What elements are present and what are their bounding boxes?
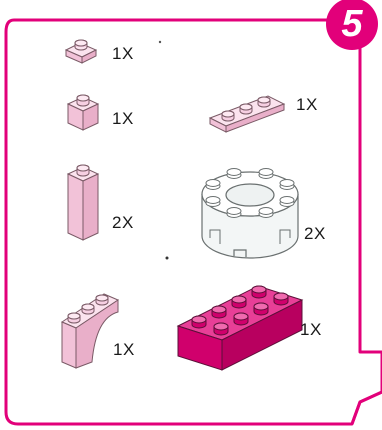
part-plate-1x1 xyxy=(62,36,102,66)
part-5-quantity: 2X xyxy=(304,224,326,244)
brick-stud-top xyxy=(254,303,268,310)
part-brick-1x1x3 xyxy=(64,160,104,244)
brick-stud-top xyxy=(234,313,248,320)
brick-stud-top xyxy=(232,296,246,303)
step-number: 5 xyxy=(329,4,375,44)
part-6-quantity: 1X xyxy=(113,340,135,360)
brick-stud-top xyxy=(274,293,288,300)
brick-stud-top xyxy=(252,286,266,293)
brick-stud-top xyxy=(214,323,228,330)
part-2-quantity: 1X xyxy=(112,109,134,129)
brick-stud-top xyxy=(192,316,206,323)
part-3-quantity: 1X xyxy=(296,95,318,115)
part-1-quantity: 1X xyxy=(112,44,134,64)
part-7-quantity: 1X xyxy=(300,320,322,340)
part-4-quantity: 2X xyxy=(112,213,134,233)
part-plate-1x3 xyxy=(206,88,290,134)
part-brick-2x4 xyxy=(172,280,308,376)
part-brick-1x1 xyxy=(64,92,104,136)
brick-stud-top xyxy=(212,306,226,313)
part-round-brick-4x4 xyxy=(196,158,306,266)
